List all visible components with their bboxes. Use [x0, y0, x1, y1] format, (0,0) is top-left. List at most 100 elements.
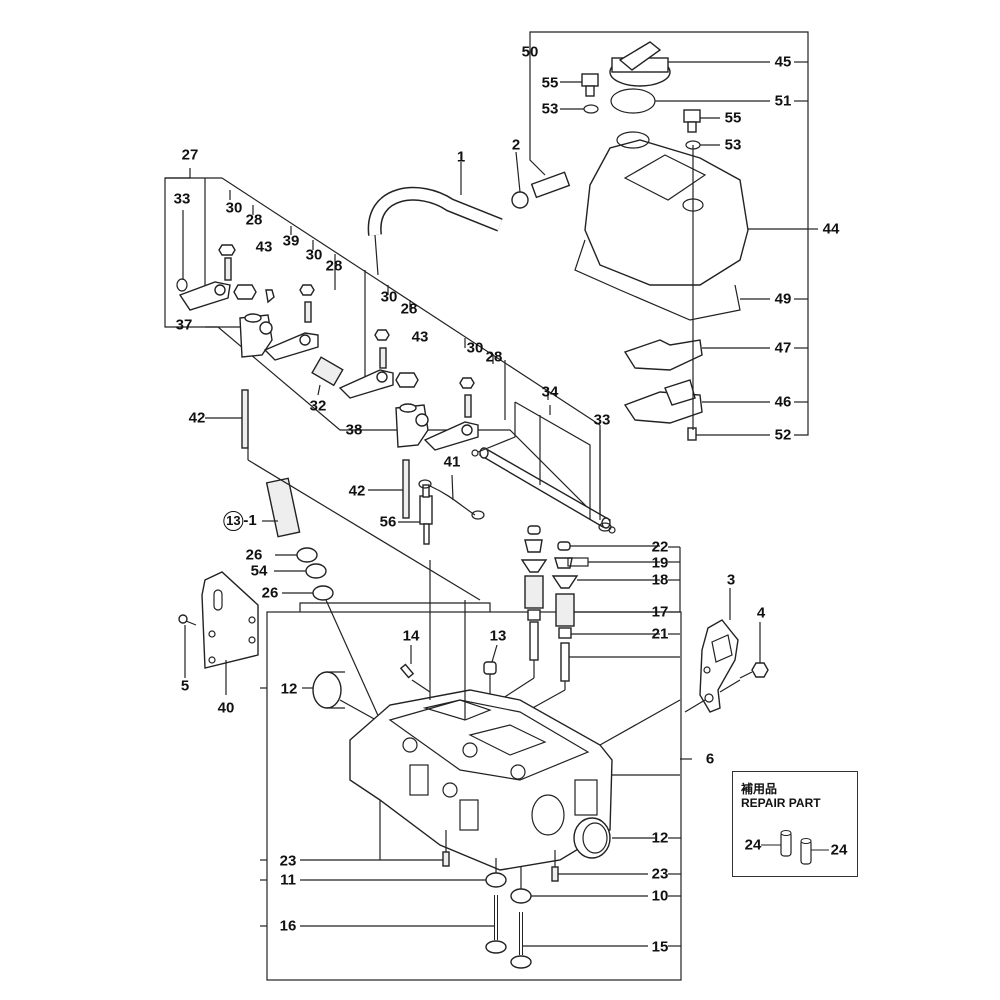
callout-52[interactable]: 52	[774, 426, 792, 444]
callout-27[interactable]: 27	[181, 146, 199, 164]
stud-42-b	[402, 459, 410, 519]
callout-14[interactable]: 14	[402, 627, 420, 645]
callout-49[interactable]: 49	[774, 290, 792, 308]
rocker-arm-2	[263, 284, 319, 361]
plug-55-right	[683, 109, 720, 150]
callout-34[interactable]: 34	[541, 383, 559, 401]
breather-gasket	[623, 339, 703, 371]
callout-11[interactable]: 11	[280, 871, 296, 889]
callout-47[interactable]: 47	[774, 339, 792, 357]
callout-32[interactable]: 32	[309, 397, 327, 415]
injection-nozzle	[262, 477, 301, 538]
plug-55-left	[560, 73, 599, 114]
callout-55[interactable]: 55	[541, 74, 559, 92]
callout-3[interactable]: 3	[726, 571, 736, 589]
callout-4[interactable]: 4	[756, 604, 766, 622]
callout-40[interactable]: 40	[217, 699, 235, 717]
stud-42-a	[241, 389, 249, 449]
bonnet-cover	[584, 131, 808, 286]
cylinder-head	[349, 560, 681, 871]
bolt-5	[178, 614, 197, 678]
callout-23[interactable]: 23	[279, 852, 297, 870]
callout-42[interactable]: 42	[188, 409, 206, 427]
callout-13[interactable]: 13	[489, 627, 507, 645]
callout-42[interactable]: 42	[348, 482, 366, 500]
dowel-pin-23-a	[442, 851, 450, 867]
callout-38[interactable]: 38	[345, 421, 363, 439]
blind-plug-12-left	[312, 671, 386, 726]
valve-seal-13	[483, 661, 497, 675]
glow-plug-lead	[418, 474, 485, 520]
callout-22[interactable]: 22	[651, 538, 669, 556]
valve-seat-10	[510, 888, 532, 904]
callout-10[interactable]: 10	[651, 887, 669, 905]
callout-37[interactable]: 37	[175, 316, 193, 334]
callout-30[interactable]: 30	[380, 288, 398, 306]
callout-53[interactable]: 53	[724, 136, 742, 154]
callout-19[interactable]: 19	[651, 554, 669, 572]
dowel-pin-14	[399, 663, 415, 679]
callout-13-1[interactable]: 13-1	[223, 511, 257, 531]
callout-56[interactable]: 56	[379, 513, 397, 531]
callout-2[interactable]: 2	[511, 136, 521, 154]
callout-43[interactable]: 43	[411, 328, 429, 346]
callout-45[interactable]: 45	[774, 53, 792, 71]
callout-30[interactable]: 30	[225, 199, 243, 217]
intake-valve-16	[300, 895, 507, 954]
hose-clamp	[511, 191, 529, 209]
callout-54[interactable]: 54	[250, 562, 268, 580]
oil-filler-cap	[609, 41, 770, 87]
callout-33[interactable]: 33	[173, 190, 191, 208]
bolt-52	[687, 427, 697, 441]
callout-16[interactable]: 16	[279, 917, 297, 935]
callout-18[interactable]: 18	[651, 571, 669, 589]
callout-26[interactable]: 26	[261, 584, 279, 602]
callout-5[interactable]: 5	[180, 677, 190, 695]
engine-hanger-3	[684, 588, 739, 713]
repair-part-drawing	[761, 830, 829, 865]
callout-39[interactable]: 39	[282, 232, 300, 250]
rocker-arm-4	[423, 377, 479, 451]
callout-44[interactable]: 44	[822, 220, 840, 238]
exhaust-valve-15	[510, 912, 648, 969]
callout-6[interactable]: 6	[705, 750, 715, 768]
repair-callout-24-right[interactable]: 24	[830, 841, 848, 859]
bonnet-gasket	[574, 239, 741, 321]
dowel-pin-23-b	[551, 866, 559, 882]
callout-28[interactable]: 28	[325, 257, 343, 275]
callout-55[interactable]: 55	[724, 109, 742, 127]
callout-51[interactable]: 51	[774, 92, 792, 110]
callout-46[interactable]: 46	[774, 393, 792, 411]
repair-part-box: 補用品 REPAIR PART 24 24	[732, 771, 858, 877]
circled-ref-13: 13	[223, 511, 244, 531]
callout-23[interactable]: 23	[651, 865, 669, 883]
callout-50[interactable]: 50	[521, 43, 539, 61]
callout-43[interactable]: 43	[255, 238, 273, 256]
nozzle-seal-26-a	[296, 547, 318, 563]
callout-30[interactable]: 30	[466, 339, 484, 357]
repair-callout-24-left[interactable]: 24	[744, 836, 762, 854]
callout-28[interactable]: 28	[485, 348, 503, 366]
callout-17[interactable]: 17	[651, 603, 669, 621]
callout-12[interactable]: 12	[280, 680, 298, 698]
callout-28[interactable]: 28	[400, 300, 418, 318]
callout-28[interactable]: 28	[245, 211, 263, 229]
callout-53[interactable]: 53	[541, 100, 559, 118]
breather-pipe	[530, 171, 571, 199]
callout-33[interactable]: 33	[593, 411, 611, 429]
rocker-arm-3	[338, 329, 419, 399]
side-plate-40	[201, 571, 259, 695]
rocker-arm-1	[176, 244, 257, 311]
callout-30[interactable]: 30	[305, 246, 323, 264]
callout-1[interactable]: 1	[456, 148, 466, 166]
cylinder-head-group-bracket	[260, 546, 692, 981]
callout-15[interactable]: 15	[651, 938, 669, 956]
rocker-assembly-bracket	[164, 168, 601, 521]
callout-41[interactable]: 41	[443, 453, 461, 471]
callout-21[interactable]: 21	[651, 625, 669, 643]
callout-12[interactable]: 12	[651, 829, 669, 847]
callout-26[interactable]: 26	[245, 546, 263, 564]
rocker-support-37	[239, 289, 275, 358]
